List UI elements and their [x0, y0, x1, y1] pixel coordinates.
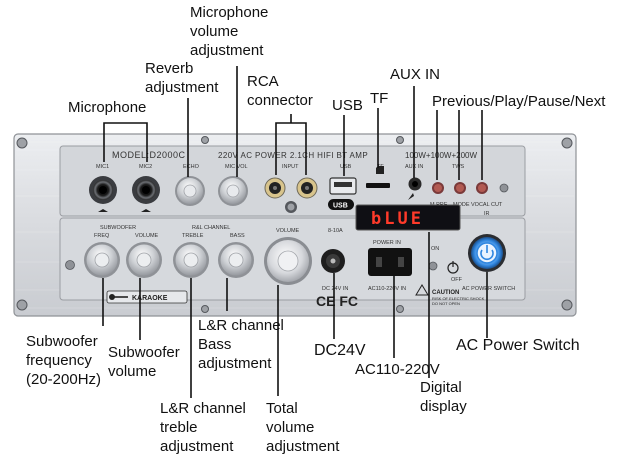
- svg-text:USB: USB: [333, 203, 348, 210]
- mic2-label: MIC2: [139, 164, 152, 170]
- callout-mic-volume: Microphone volume adjustment: [190, 4, 269, 59]
- bass-label: BASS: [230, 233, 245, 239]
- mounting-screws: [16, 136, 573, 313]
- rca-left-jack[interactable]: [264, 177, 286, 199]
- rca-right-jack[interactable]: [296, 177, 318, 199]
- treble-knob[interactable]: [173, 242, 209, 278]
- jack-indicator-marks: [98, 209, 151, 212]
- callout-lr-treble: L&R channel treble adjustment: [160, 400, 246, 455]
- callout-subwoofer-frequency: Subwoofer frequency (20-200Hz): [26, 333, 102, 388]
- off-label: OFF: [451, 277, 463, 283]
- side-screw: [65, 260, 75, 270]
- mic1-label: MIC1: [96, 164, 109, 170]
- callout-rca: RCA connector: [247, 73, 313, 109]
- svg-text:KARAOKE: KARAOKE: [132, 295, 168, 302]
- subwoofer-label: SUBWOOFER: [100, 225, 136, 231]
- total-volume-knob[interactable]: [264, 237, 312, 285]
- svg-text:RISK OF ELECTRIC SHOCK: RISK OF ELECTRIC SHOCK: [432, 296, 485, 301]
- on-label: ON: [431, 246, 439, 252]
- play-pause-button[interactable]: [454, 182, 466, 194]
- callout-ac-power-switch: AC Power Switch: [456, 337, 580, 354]
- power-indicator-screw: [428, 261, 438, 271]
- usb-port[interactable]: [329, 177, 357, 195]
- digital-display: bLUE: [355, 204, 461, 231]
- karaoke-logo: KARAOKE: [106, 290, 188, 304]
- callout-tf: TF: [370, 90, 389, 107]
- callout-reverb: Reverb adjustment: [145, 60, 219, 96]
- callout-subwoofer-volume: Subwoofer volume: [108, 344, 180, 380]
- echo-label: ECHO: [183, 164, 200, 170]
- total-volume-label: VOLUME: [276, 228, 300, 234]
- callout-dc24v: DC24V: [314, 342, 366, 359]
- mic2-jack[interactable]: [132, 176, 160, 204]
- sub-volume-label: VOLUME: [135, 233, 159, 239]
- callout-usb: USB: [332, 97, 363, 114]
- on-off-symbol: [447, 261, 459, 274]
- aux-arrow-mark: [408, 193, 414, 200]
- mic1-jack[interactable]: [89, 176, 117, 204]
- ac-power-switch-label: AC POWER SWITCH: [462, 286, 515, 292]
- usb-port-label: USB: [340, 164, 352, 170]
- ir-label: IR: [484, 211, 490, 217]
- dc-24v-jack[interactable]: [321, 249, 345, 273]
- tws-screw: [499, 183, 509, 193]
- aux-in-jack[interactable]: [408, 177, 422, 191]
- dc-in-label: DC 24V IN: [322, 286, 348, 292]
- caution-label: CAUTION RISK OF ELECTRIC SHOCK DO NOT OP…: [415, 284, 485, 306]
- subwoofer-volume-knob[interactable]: [126, 242, 162, 278]
- ac-power-inlet[interactable]: [368, 248, 412, 276]
- svg-text:DO NOT OPEN: DO NOT OPEN: [432, 301, 460, 306]
- callout-lr-bass: L&R channel Bass adjustment: [198, 317, 284, 372]
- power-in-label: POWER IN: [373, 240, 401, 246]
- ground-screw: [285, 201, 297, 213]
- freq-label: FREQ: [94, 233, 110, 239]
- callout-total-volume: Total volume adjustment: [266, 400, 340, 455]
- bass-knob[interactable]: [218, 242, 254, 278]
- rl-channel-label: R&L CHANNEL: [192, 225, 230, 231]
- power-rating-label: 100W+100W+200W: [405, 151, 477, 160]
- callout-ac-input: AC110-220V: [355, 361, 440, 378]
- subwoofer-frequency-knob[interactable]: [84, 242, 120, 278]
- input-label: INPUT: [282, 164, 299, 170]
- tf-card-slot[interactable]: [366, 183, 390, 188]
- model-label: MODEL:D2000C: [112, 150, 186, 160]
- svg-text:CAUTION: CAUTION: [432, 290, 459, 296]
- reverb-knob[interactable]: [175, 176, 205, 206]
- spec-label: 220V AC POWER 2.1CH HIFI BT AMP: [218, 151, 368, 160]
- callout-previous-play-pause-next: Previous/Play/Pause/Next: [432, 93, 606, 110]
- next-button[interactable]: [476, 182, 488, 194]
- upper-control-section: [59, 145, 526, 217]
- treble-label: TREBLE: [182, 233, 204, 239]
- vocal-cut-label: VOCAL CUT: [471, 202, 503, 208]
- ac-in-label: AC110-220V IN: [368, 286, 406, 292]
- dc-current-label: 8-10A: [328, 228, 343, 234]
- usb-logo-badge: USB: [328, 199, 354, 210]
- callout-digital-display: Digital display: [420, 379, 467, 415]
- callout-lines: [102, 66, 488, 398]
- display-text: bLUE: [371, 209, 424, 229]
- callout-microphone: Microphone: [68, 99, 147, 116]
- ac-power-switch[interactable]: [468, 234, 506, 272]
- previous-button[interactable]: [432, 182, 444, 194]
- callout-aux-in: AUX IN: [390, 66, 441, 83]
- mic-volume-knob[interactable]: [218, 176, 248, 206]
- certification-marks: CE FC: [316, 293, 358, 309]
- mode-label: MODE: [453, 202, 470, 208]
